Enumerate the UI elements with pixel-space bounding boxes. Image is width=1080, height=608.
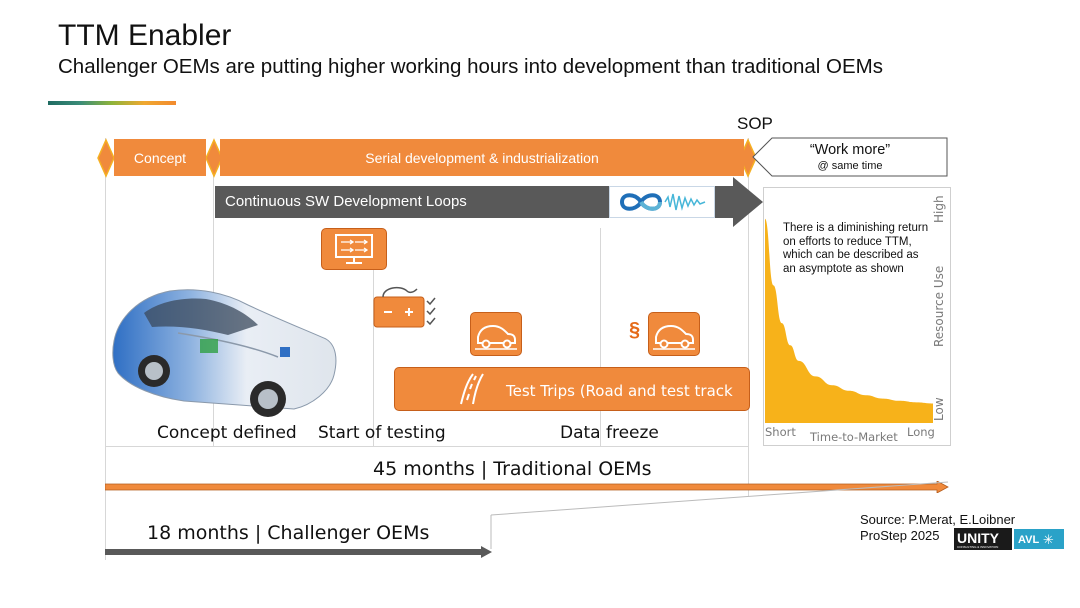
car-illustration: [112, 289, 337, 417]
road-icon: [460, 373, 484, 405]
phase-diamonds: [97, 138, 756, 178]
logo-avl: AVL: [1018, 534, 1039, 546]
page-title: TTM Enabler: [58, 19, 232, 52]
logo-unity: UNITY: [957, 530, 1000, 546]
grid-line-testing: [373, 228, 374, 446]
ttm-chart: High Resource Use Low Short Time-to-Mark…: [765, 195, 946, 444]
chart-ytick-high: High: [932, 195, 946, 223]
sw-loop-image: [609, 186, 715, 218]
battery-charging-icon: [373, 285, 437, 328]
car-icon: [470, 312, 522, 356]
unity-avl-logo: UNITY CONSULTING & INNOVATION AVL ✳: [954, 528, 1064, 550]
chart-ylabel: Resource Use: [932, 266, 946, 347]
chart-xlabel: Time-to-Market: [809, 430, 898, 444]
chart-area-series: [765, 218, 933, 423]
paragraph-symbol: §: [629, 319, 641, 341]
challenger-duration-label: 18 months | Challenger OEMs: [147, 522, 430, 544]
work-more-callout: [752, 137, 948, 177]
grid-line-horizontal: [105, 446, 749, 447]
traditional-duration-arrow: [105, 481, 949, 493]
chart-ytick-low: Low: [932, 397, 946, 421]
accent-bar: [48, 101, 176, 105]
grid-line-start: [105, 138, 106, 560]
source-line-1: Source: P.Merat, E.Loibner: [860, 512, 1016, 527]
logo-mark: ✳: [1043, 533, 1054, 548]
sw-loop-label: Continuous SW Development Loops: [225, 193, 467, 210]
logo-unity-sub: CONSULTING & INNOVATION: [957, 545, 998, 549]
work-more-title: “Work more”: [809, 142, 891, 158]
infinity-icon: [619, 193, 706, 211]
test-trips-bar: [394, 367, 750, 411]
work-more-subtitle: @ same time: [817, 160, 883, 172]
page-subtitle: Challenger OEMs are putting higher worki…: [58, 55, 883, 78]
sop-label: SOP: [737, 114, 773, 133]
grid-line-freeze: [600, 228, 601, 446]
milestone-start-of-testing: Start of testing: [318, 423, 446, 443]
challenger-duration-arrow: [105, 546, 492, 558]
car-regulation-icon: [648, 312, 700, 356]
chart-note: There is a diminishing return on efforts…: [783, 222, 929, 275]
test-trips-label: Test Trips (Road and test track: [506, 382, 733, 400]
screen-arrows-icon: [321, 228, 387, 270]
milestone-data-freeze: Data freeze: [560, 423, 659, 443]
phase-serial-development: Serial development & industrialization: [220, 139, 744, 176]
source-line-2: ProStep 2025: [860, 528, 940, 543]
phase-concept: Concept: [114, 139, 206, 176]
source-citation: Source: P.Merat, E.Loibner ProStep 2025: [860, 512, 1015, 544]
zoom-connector: [490, 481, 949, 549]
traditional-duration-label: 45 months | Traditional OEMs: [373, 458, 652, 480]
chart-xtick-long: Long: [907, 425, 935, 439]
grid-line-sop: [748, 138, 749, 496]
chart-xtick-short: Short: [765, 425, 796, 439]
milestone-concept-defined: Concept defined: [157, 423, 297, 443]
